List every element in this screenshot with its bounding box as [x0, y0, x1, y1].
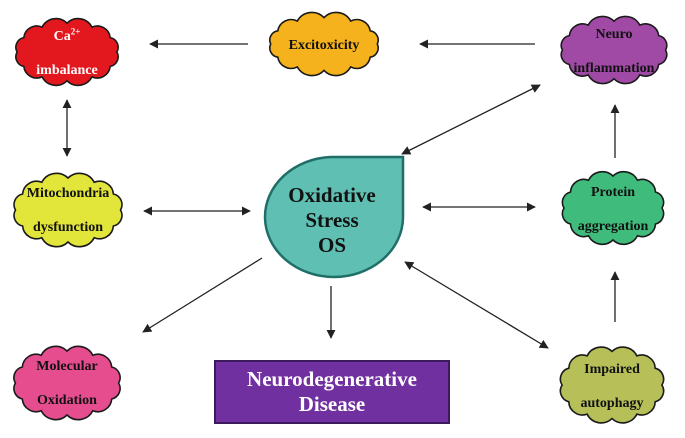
autophagy-line2: autophagy — [580, 395, 644, 411]
cloud-shape-protein — [561, 170, 665, 246]
node-label-mitochondria: Mitochondria dysfunction — [6, 175, 130, 245]
center-oxidative-stress-label: Oxidative Stress OS — [262, 170, 402, 270]
center-line3: OS — [317, 232, 346, 257]
cloud-shape-molecular — [13, 345, 121, 421]
disease-line2: Disease — [298, 392, 366, 416]
node-label-autophagy: Impaired autophagy — [553, 350, 671, 422]
molecular-line1: Molecular — [36, 358, 98, 374]
protein-line1: Protein — [590, 184, 636, 200]
arrow-center-to-autophagy — [404, 261, 549, 349]
excitoxicity-text: Excitoxicity — [288, 37, 360, 53]
arrow-center-to-neuroinflammation — [401, 84, 541, 155]
center-line2: Stress — [305, 207, 359, 232]
center-teardrop-shape — [263, 155, 405, 279]
shapes-layer — [13, 11, 668, 424]
node-label-protein: Protein aggregation — [555, 175, 671, 243]
node-label-neuroinflammation: Neuro inflammation — [553, 20, 675, 82]
ca-charge: 2+ — [70, 25, 81, 36]
neuroinflammation-line1: Neuro — [595, 26, 633, 42]
protein-line2: aggregation — [577, 218, 649, 234]
disease-line1: Neurodegenerative — [247, 367, 417, 391]
neuroinflammation-line2: inflammation — [573, 60, 655, 76]
edges-layer — [62, 39, 620, 349]
cloud-shape-autophagy — [559, 346, 665, 424]
molecular-line2: Oxidation — [37, 392, 97, 408]
arrow-center-to-molecular — [142, 257, 263, 333]
cloud-shape-mitochondria — [13, 172, 123, 248]
ca-imbalance-text: imbalance — [36, 62, 98, 78]
cloud-shape-ca — [15, 17, 119, 87]
neurodegenerative-disease-box: Neurodegenerative Disease — [214, 360, 450, 424]
cloud-shape-neuroinflammation — [560, 15, 668, 85]
center-line1: Oxidative — [288, 182, 376, 207]
node-label-excitoxicity: Excitoxicity — [260, 16, 388, 74]
mitochondria-line1: Mitochondria — [26, 185, 110, 201]
ca-symbol: Ca — [53, 28, 71, 44]
node-label-molecular: Molecular Oxidation — [6, 348, 128, 418]
node-label-ca-imbalance: Ca2+ imbalance — [8, 22, 126, 84]
autophagy-line1: Impaired — [584, 361, 640, 377]
mitochondria-line2: dysfunction — [32, 219, 103, 235]
cloud-shape-excitoxicity — [269, 11, 379, 77]
